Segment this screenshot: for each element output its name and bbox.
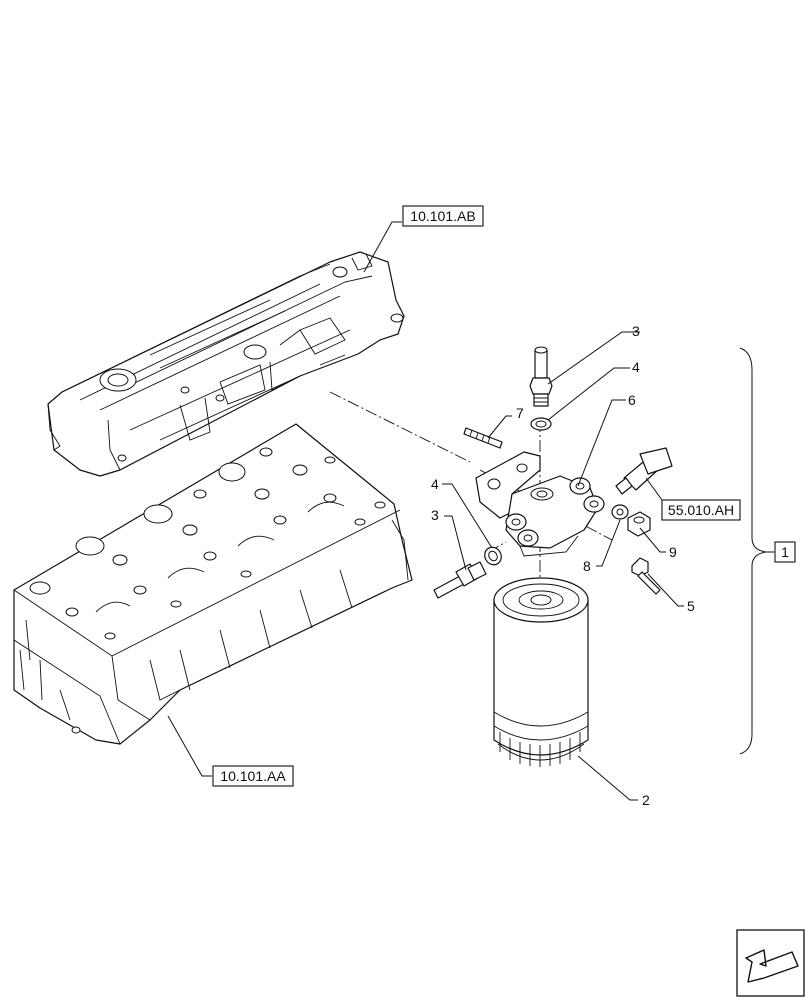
ref-label-10-101-aa: 10.101.AA	[220, 768, 286, 784]
leader-10-101-aa	[167, 715, 212, 777]
leader-3-top	[547, 331, 640, 385]
valve-cover	[47, 251, 405, 477]
callout-7: 7	[516, 405, 524, 421]
callout-3-left: 3	[431, 507, 439, 523]
ref-box-10-101-ab[interactable]: 10.101.AB	[402, 205, 484, 227]
filter-head	[475, 451, 605, 557]
callout-3-top: 3	[632, 323, 640, 339]
fitting-left	[433, 561, 487, 599]
washer-8	[611, 504, 629, 520]
callout-5: 5	[687, 598, 695, 614]
fitting-top	[529, 346, 553, 407]
previous-arrow-icon[interactable]	[736, 929, 805, 997]
leader-3-left	[444, 515, 467, 571]
callout-2: 2	[642, 792, 650, 808]
leader-2	[577, 755, 638, 801]
callout-9: 9	[669, 544, 677, 560]
ref-box-10-101-aa[interactable]: 10.101.AA	[212, 765, 294, 787]
assembly-bracket	[739, 347, 767, 755]
stud	[463, 427, 503, 449]
filter-cartridge	[493, 577, 589, 767]
cylinder-head	[13, 423, 413, 745]
leader-4-left	[442, 483, 493, 549]
leader-7	[487, 415, 512, 439]
leader-5	[647, 573, 684, 607]
callout-6: 6	[628, 392, 636, 408]
ref-label-10-101-ab: 10.101.AB	[410, 208, 475, 224]
ref-box-assembly: 1	[774, 541, 796, 563]
temperature-sensor	[615, 447, 673, 495]
leader-4-top	[547, 367, 630, 421]
leader-6	[577, 399, 626, 487]
washer-left	[484, 546, 502, 566]
alignment-line-cover	[329, 391, 471, 463]
ref-label-55-010-ah: 55.010.AH	[668, 502, 734, 518]
leader-10-101-ab	[363, 221, 402, 273]
callout-8: 8	[583, 558, 591, 574]
ref-label-assembly: 1	[781, 544, 789, 560]
washer-top	[530, 417, 552, 431]
ref-box-55-010-ah[interactable]: 55.010.AH	[661, 499, 741, 521]
leader-55-010-ah	[645, 477, 663, 501]
plug-9	[627, 511, 651, 537]
bolt-5	[631, 557, 661, 595]
callout-4-left: 4	[431, 476, 439, 492]
leader-9	[639, 527, 666, 553]
callout-4-top: 4	[632, 359, 640, 375]
leader-8	[596, 519, 621, 567]
